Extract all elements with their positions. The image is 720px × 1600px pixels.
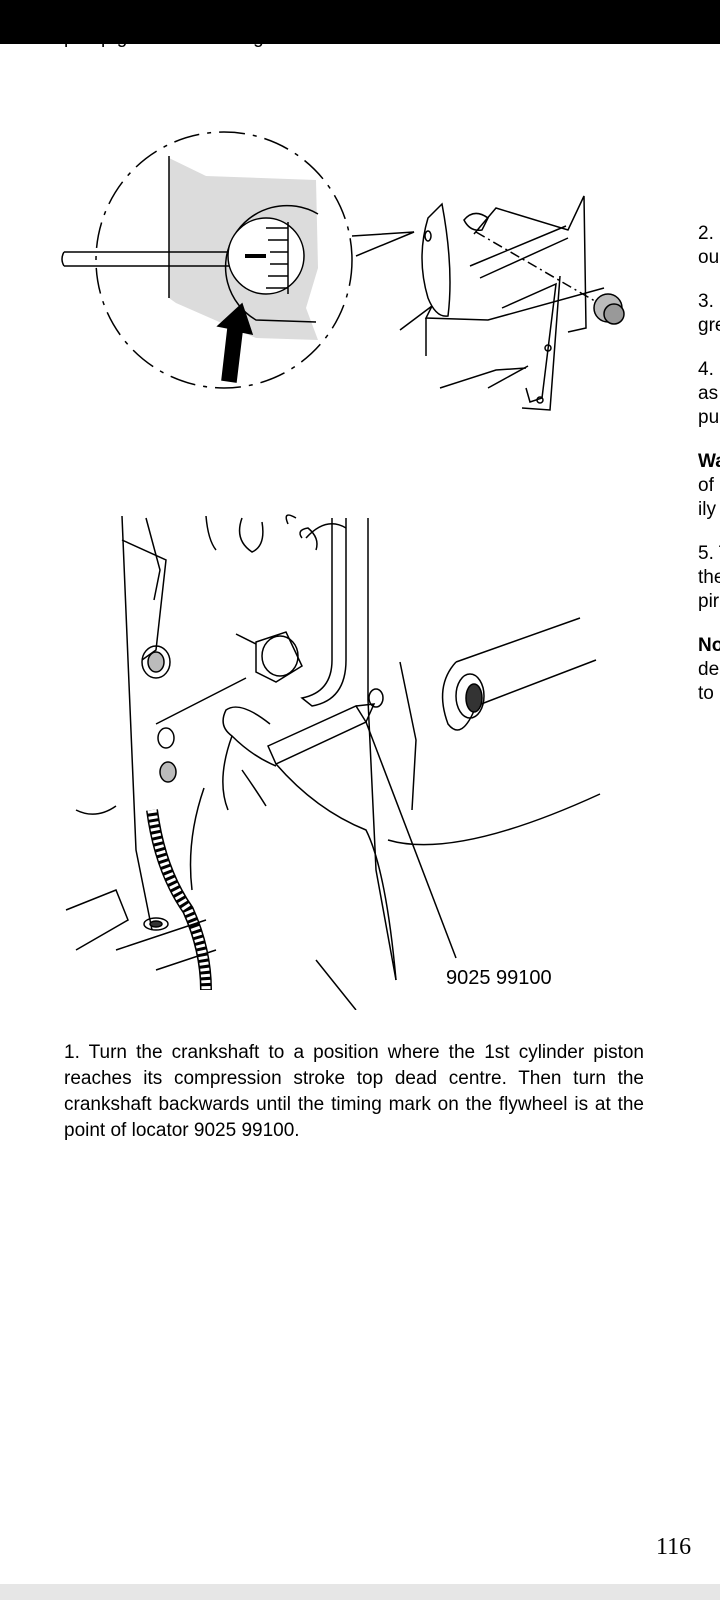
page-number: 116 [656, 1534, 692, 1560]
governor-housing-illustration [61, 131, 625, 411]
previous-text-fragment: pump governor housing. [64, 32, 269, 48]
bottom-bar [0, 1584, 720, 1600]
step-1-instruction: 1. Turn the crankshaft to a position whe… [64, 1042, 644, 1141]
right-column-text-fragment: 2. ou 3. gre 4. as pu Wa of ily 5. T the… [698, 223, 720, 704]
top-bar [0, 0, 720, 44]
locator-tool-illustration [65, 514, 601, 1010]
locator-part-number: 9025 99100 [446, 967, 552, 989]
